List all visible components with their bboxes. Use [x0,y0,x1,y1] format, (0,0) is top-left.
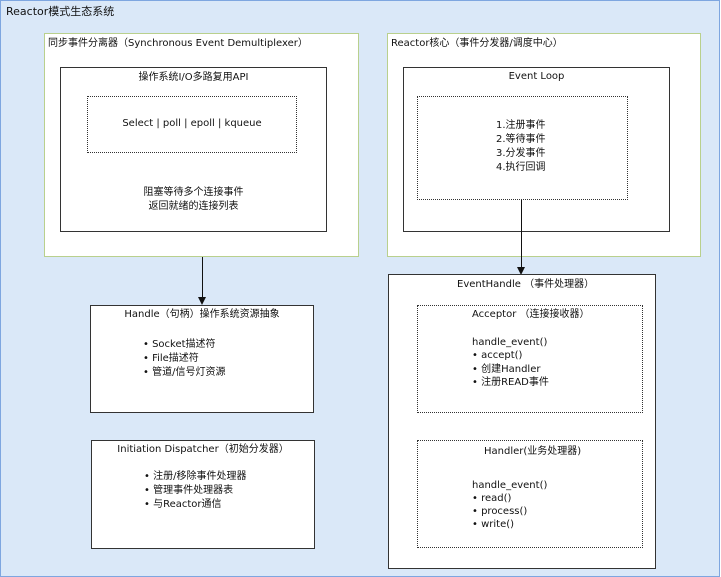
acceptor-box: Acceptor （连接接收器） handle_event() • accept… [417,305,643,413]
event-handle-title: EventHandle （事件处理器） [457,279,595,290]
dispatcher-title: Initiation Dispatcher（初始分发器） [117,444,289,455]
step-2: 2.等待事件 [496,134,546,145]
dispatcher-item-3: 与Reactor通信 [153,499,222,510]
arrow-head-loop-eventhandle [517,267,525,275]
arrow-head-demux-handle [198,297,206,305]
step-4: 4.执行回调 [496,162,546,173]
handler-method: handle_event() [472,480,548,491]
acceptor-item-2: 创建Handler [481,364,541,375]
event-loop-steps: 1.注册事件 2.等待事件 3.分发事件 4.执行回调 [417,96,628,200]
handler-item-2: process() [481,506,528,517]
demux-desc-1: 阻塞等待多个连接事件 [143,187,244,198]
arrow-line-demux-handle [202,257,203,297]
handle-item-1: Socket描述符 [152,339,216,350]
acceptor-item-3: 注册READ事件 [481,377,549,388]
acceptor-title: Acceptor （连接接收器） [472,309,590,320]
handler-box: Handler(业务处理器) handle_event() • read() •… [417,440,643,548]
handle-item-2: File描述符 [152,353,199,364]
handler-item-1: read() [481,493,512,504]
dispatcher-item-1: 注册/移除事件处理器 [153,471,247,482]
handler-title: Handler(业务处理器) [484,446,582,457]
api-list-box: Select | poll | epoll | kqueue [87,96,297,153]
demux-title: 同步事件分离器（Synchronous Event Demultiplexer） [48,38,308,49]
handle-box: Handle（句柄）操作系统资源抽象 • Socket描述符 • File描述符… [90,305,314,413]
handle-title: Handle（句柄）操作系统资源抽象 [124,309,280,320]
step-1: 1.注册事件 [496,120,546,131]
acceptor-method: handle_event() [472,337,548,348]
handler-item-3: write() [481,519,515,530]
demux-desc-2: 返回就绪的连接列表 [148,201,239,212]
initiation-dispatcher-box: Initiation Dispatcher（初始分发器） • 注册/移除事件处理… [91,440,315,549]
event-loop-title: Event Loop [508,71,565,82]
core-title: Reactor核心（事件分发器/调度中心） [391,38,563,49]
arrow-line-loop-eventhandle [521,200,522,267]
api-title: 操作系统I/O多路复用API [138,72,249,83]
handle-item-3: 管道/信号灯资源 [152,367,226,378]
api-list: Select | poll | epoll | kqueue [122,118,262,129]
acceptor-item-1: accept() [481,350,523,361]
diagram-title: Reactor模式生态系统 [6,5,115,18]
dispatcher-item-2: 管理事件处理器表 [153,485,234,496]
step-3: 3.分发事件 [496,148,546,159]
